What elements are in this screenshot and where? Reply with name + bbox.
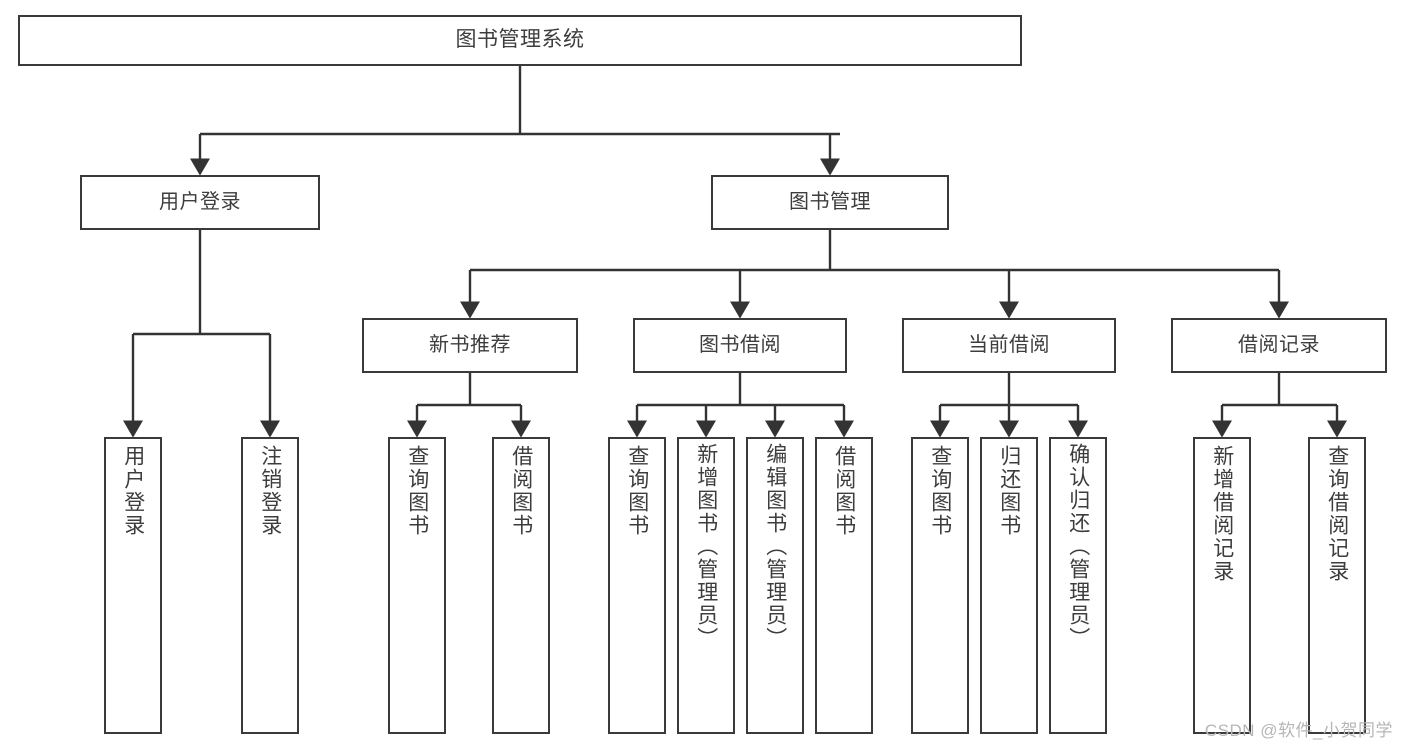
node-label: 查询图书	[405, 445, 429, 537]
node-user-login[interactable]: 用户登录	[80, 175, 320, 230]
leaf-current-confirm-return-admin[interactable]: 确认归还（管理员）	[1049, 437, 1107, 734]
node-label: 借阅图书	[832, 445, 856, 537]
leaf-user-login-login[interactable]: 用户登录	[104, 437, 162, 734]
node-label: 查询借阅记录	[1325, 445, 1349, 583]
node-label: 借阅记录	[1238, 333, 1320, 356]
node-label: 归还图书	[997, 445, 1021, 537]
node-label: 新书推荐	[429, 333, 511, 356]
node-label: 图书借阅	[699, 333, 781, 356]
node-label: 确认归还（管理员）	[1066, 443, 1090, 650]
node-label: 新增图书（管理员）	[694, 443, 718, 650]
leaf-borrow-borrow-book[interactable]: 借阅图书	[815, 437, 873, 734]
leaf-current-return-book[interactable]: 归还图书	[980, 437, 1038, 734]
node-borrow-record[interactable]: 借阅记录	[1171, 318, 1387, 373]
leaf-record-query-borrow-record[interactable]: 查询借阅记录	[1308, 437, 1366, 734]
node-label: 查询图书	[625, 445, 649, 537]
leaf-user-login-logout[interactable]: 注销登录	[241, 437, 299, 734]
node-label: 图书管理系统	[455, 28, 585, 52]
node-new-book-recommendation[interactable]: 新书推荐	[362, 318, 578, 373]
leaf-borrow-query-book[interactable]: 查询图书	[608, 437, 666, 734]
leaf-new-book-borrow-book[interactable]: 借阅图书	[492, 437, 550, 734]
node-label: 图书管理	[789, 190, 871, 213]
csdn-watermark: CSDN @软件_小贺同学	[1204, 721, 1393, 740]
node-label: 用户登录	[121, 445, 145, 537]
node-label: 编辑图书（管理员）	[763, 443, 787, 650]
node-label: 当前借阅	[968, 333, 1050, 356]
leaf-new-book-query-book[interactable]: 查询图书	[388, 437, 446, 734]
leaf-borrow-edit-book-admin[interactable]: 编辑图书（管理员）	[746, 437, 804, 734]
node-label: 查询图书	[928, 445, 952, 537]
leaf-record-add-borrow-record[interactable]: 新增借阅记录	[1193, 437, 1251, 734]
node-label: 借阅图书	[509, 445, 533, 537]
node-root-book-management-system[interactable]: 图书管理系统	[18, 15, 1022, 66]
node-label: 用户登录	[159, 190, 241, 213]
node-book-management[interactable]: 图书管理	[711, 175, 949, 230]
node-book-borrowing[interactable]: 图书借阅	[633, 318, 847, 373]
node-label: 新增借阅记录	[1210, 445, 1234, 583]
node-label: 注销登录	[258, 445, 282, 537]
leaf-borrow-add-book-admin[interactable]: 新增图书（管理员）	[677, 437, 735, 734]
leaf-current-query-book[interactable]: 查询图书	[911, 437, 969, 734]
node-current-borrowing[interactable]: 当前借阅	[902, 318, 1116, 373]
